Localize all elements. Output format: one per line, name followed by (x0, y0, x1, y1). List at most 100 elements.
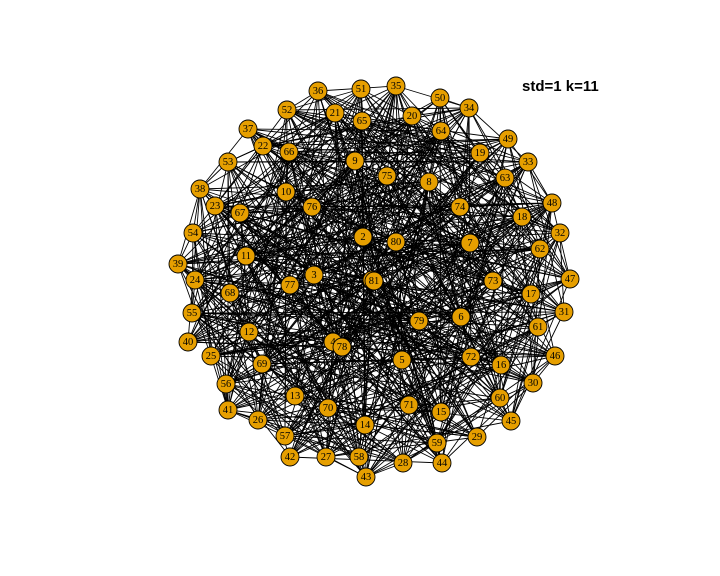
edge (192, 232, 212, 357)
edge (499, 232, 561, 399)
edge (177, 130, 442, 265)
node-71: 71 (399, 395, 419, 415)
edge (191, 312, 410, 406)
edge (365, 241, 397, 478)
node-54: 54 (183, 223, 203, 243)
edge (229, 242, 471, 294)
edge (499, 248, 541, 399)
edge (284, 435, 404, 464)
edge (288, 151, 553, 204)
node-label: 59 (432, 438, 443, 449)
edge (194, 206, 313, 281)
edge (289, 175, 388, 286)
node-label: 48 (547, 198, 558, 209)
node-63: 63 (495, 168, 515, 188)
node-label: 74 (455, 202, 466, 213)
edge (229, 292, 472, 358)
edge (288, 151, 512, 422)
node-label: 60 (495, 393, 506, 404)
node-75: 75 (377, 166, 397, 186)
node-74: 74 (450, 197, 470, 217)
edge (470, 326, 539, 358)
edge (261, 363, 501, 399)
edge (361, 120, 481, 154)
edge (192, 232, 367, 478)
edge (334, 112, 388, 177)
node-label: 81 (369, 276, 380, 287)
node-label: 38 (195, 184, 206, 195)
node-70: 70 (318, 398, 338, 418)
node-68: 68 (220, 283, 240, 303)
edge (192, 232, 343, 348)
edge (341, 206, 461, 348)
edge (225, 383, 360, 458)
node-24: 24 (185, 270, 205, 290)
edge (177, 206, 461, 265)
edge (214, 107, 470, 207)
edge (227, 112, 336, 163)
edge (247, 128, 343, 348)
edge (418, 320, 539, 328)
edge (327, 355, 556, 409)
node-27: 27 (316, 447, 336, 467)
node-59: 59 (427, 433, 447, 453)
edge (261, 160, 356, 365)
node-60: 60 (490, 388, 510, 408)
edge (199, 188, 523, 218)
node-65: 65 (352, 111, 372, 131)
node-label: 34 (464, 103, 475, 114)
edge (286, 109, 509, 140)
node-62: 62 (530, 239, 550, 259)
edge (187, 161, 529, 343)
node-label: 65 (357, 116, 368, 127)
edge (294, 161, 529, 397)
edge (192, 232, 494, 282)
node-label: 56 (221, 379, 232, 390)
node-label: 77 (285, 280, 296, 291)
edge (284, 359, 403, 437)
edge (441, 355, 556, 464)
edge (229, 292, 259, 421)
node-label: 22 (258, 141, 269, 152)
node-label: 54 (188, 228, 199, 239)
node-72: 72 (461, 347, 481, 367)
node-label: 53 (223, 157, 234, 168)
node-label: 41 (223, 405, 234, 416)
node-label: 62 (535, 244, 546, 255)
edge (257, 419, 367, 478)
edge (510, 326, 539, 422)
node-label: 45 (506, 416, 517, 427)
node-8: 8 (419, 172, 439, 192)
node-label: 16 (496, 360, 507, 371)
edge (177, 177, 506, 265)
edge (317, 90, 438, 444)
node-label: 6 (458, 312, 463, 323)
edge (245, 248, 541, 257)
node-label: 29 (472, 432, 483, 443)
edge (289, 407, 329, 458)
edge (341, 326, 539, 348)
node-label: 11 (241, 251, 251, 262)
edge (408, 404, 443, 464)
edge (286, 88, 362, 111)
node-label: 64 (436, 126, 447, 137)
edge (341, 236, 364, 348)
edge (248, 284, 291, 333)
edge (436, 382, 534, 444)
node-69: 69 (252, 354, 272, 374)
edge (261, 206, 461, 365)
edge (311, 206, 329, 409)
node-43: 43 (356, 467, 376, 487)
node-label: 8 (426, 177, 431, 188)
nodes: 1234567891011121314151617181920212223242… (168, 76, 580, 487)
edge (239, 206, 313, 214)
node-label: 7 (467, 238, 472, 249)
edge (341, 152, 481, 348)
node-label: 21 (330, 108, 341, 119)
edge (311, 206, 539, 328)
edge (459, 206, 532, 295)
node-33: 33 (518, 152, 538, 172)
node-34: 34 (459, 98, 479, 118)
node-56: 56 (216, 374, 236, 394)
edge (327, 341, 334, 409)
